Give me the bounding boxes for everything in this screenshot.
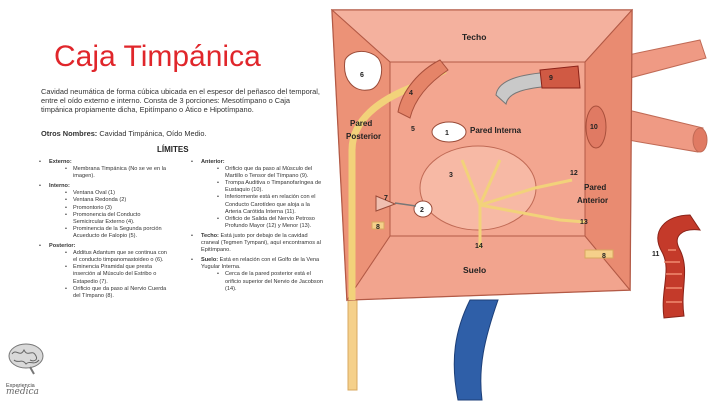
carotid-artery: [657, 214, 702, 319]
watermark-line1: Experiencia: [6, 383, 35, 389]
num-1: 1: [445, 130, 449, 137]
eustachian-tube: [627, 109, 704, 153]
oval-window: [431, 121, 467, 143]
limit-item: Orificio que da paso al Músculo del Mart…: [217, 166, 324, 180]
limit-text: Está en relación con el Golfo de la Vena…: [201, 257, 320, 271]
limit-suelo: Suelo: Está en relación con el Golfo de …: [191, 257, 324, 292]
num-5: 5: [411, 126, 415, 133]
limit-techo: Techo: Está justo por debajo de la cavid…: [191, 233, 324, 254]
chorda-tympani-orifice: [371, 221, 385, 230]
label-pared-interna: Pared Interna: [470, 126, 522, 135]
limit-item: Additus Adantum que se continua con el c…: [65, 250, 171, 264]
limit-category: Suelo:: [201, 257, 219, 264]
num-13: 13: [580, 219, 588, 226]
limit-item: Membrana Timpánica (No se ve en la image…: [65, 166, 171, 180]
limit-item: Trompa Auditiva o Timpanofaríngea de Eus…: [217, 180, 324, 194]
limit-externo: Externo: Membrana Timpánica (No se ve en…: [39, 159, 171, 180]
promontory: [419, 145, 537, 231]
limit-category: Anterior:: [201, 159, 225, 165]
limit-category: Interno:: [49, 183, 70, 190]
limit-item: Prominencia de la Segunda porción Acuedu…: [65, 226, 171, 240]
tensor-tympani-muscle: [539, 65, 581, 89]
stapedius-tendon: [394, 202, 417, 207]
limit-category: Posterior:: [49, 243, 76, 250]
limit-item: Orificio que da paso al Nervio Cuerda de…: [65, 286, 171, 300]
eustachian-orifice: [585, 105, 607, 149]
aditus-ad-antrum: [344, 51, 383, 91]
limit-category: Externo:: [49, 159, 72, 165]
label-pared-anterior-1: Pared: [584, 183, 606, 192]
label-techo: Techo: [462, 32, 486, 42]
limits-right-column: Anterior: Orificio que da paso al Múscul…: [191, 156, 324, 293]
limits-heading: LÍMITES: [157, 145, 189, 154]
limit-item: Orificio de Salida del Nervio Petroso Pr…: [217, 216, 324, 230]
semicircular-canal-prominence: [397, 59, 449, 119]
label-pared-posterior-2: Posterior: [346, 132, 381, 141]
round-window: [413, 200, 433, 218]
num-7: 7: [384, 195, 388, 202]
other-names-label: Otros Nombres:: [41, 129, 98, 138]
num-6: 6: [360, 72, 364, 79]
limit-item: Promontorio (3): [65, 205, 171, 212]
other-names-text: Cavidad Timpánica, Oído Medio.: [99, 129, 207, 138]
limits-left-column: Externo: Membrana Timpánica (No se ve en…: [39, 156, 171, 300]
jugular-vein: [453, 299, 499, 401]
label-pared-anterior-2: Anterior: [577, 196, 608, 205]
limit-item: Inferiormente está en relación con el Co…: [217, 194, 324, 215]
limit-anterior: Anterior: Orificio que da paso al Múscul…: [191, 159, 324, 230]
num-14: 14: [475, 243, 483, 250]
nerve-stub-bottom: [347, 299, 358, 391]
num-8-right: 8: [602, 253, 606, 260]
label-suelo: Suelo: [463, 265, 486, 275]
num-9: 9: [549, 75, 553, 82]
num-3: 3: [449, 172, 453, 179]
limit-posterior: Posterior: Additus Adantum que se contin…: [39, 243, 171, 300]
limit-item: Ventana Oval (1): [65, 190, 171, 197]
limit-item: Eminencia Piramidal que presta inserción…: [65, 264, 171, 285]
chorda-tympani-anterior: [584, 249, 614, 259]
watermark-line2: médica: [6, 387, 39, 397]
artery-stripes: [664, 249, 682, 303]
page-title: Caja Timpánica: [54, 40, 261, 73]
num-12: 12: [570, 170, 578, 177]
limit-interno: Interno: Ventana Oval (1) Ventana Redond…: [39, 183, 171, 240]
brain-logo: [6, 336, 46, 396]
other-names: Otros Nombres: Cavidad Timpánica, Oído M…: [41, 129, 323, 138]
eustachian-tube-end: [692, 127, 708, 153]
limit-text: Está justo por debajo de la cavidad cran…: [201, 232, 321, 254]
anterior-wall: [584, 8, 633, 292]
box-floor: [346, 235, 632, 301]
num-2: 2: [420, 207, 424, 214]
num-10: 10: [590, 124, 598, 131]
limit-item: Cerca de la pared posterior está el orif…: [217, 271, 324, 292]
num-8-left: 8: [376, 224, 380, 231]
limit-item: Promonencia del Conducto Semicircular Ex…: [65, 212, 171, 226]
limit-item: Ventana Redonda (2): [65, 197, 171, 204]
pyramidal-eminence: [375, 195, 397, 212]
num-11: 11: [652, 251, 660, 258]
tympanic-plexus: [460, 159, 586, 248]
label-pared-posterior-1: Pared: [350, 119, 372, 128]
num-4: 4: [409, 90, 413, 97]
limit-category: Techo:: [201, 232, 219, 239]
intro-paragraph: Cavidad neumática de forma cúbica ubicad…: [41, 87, 320, 115]
tensor-tube-upper: [627, 39, 707, 79]
